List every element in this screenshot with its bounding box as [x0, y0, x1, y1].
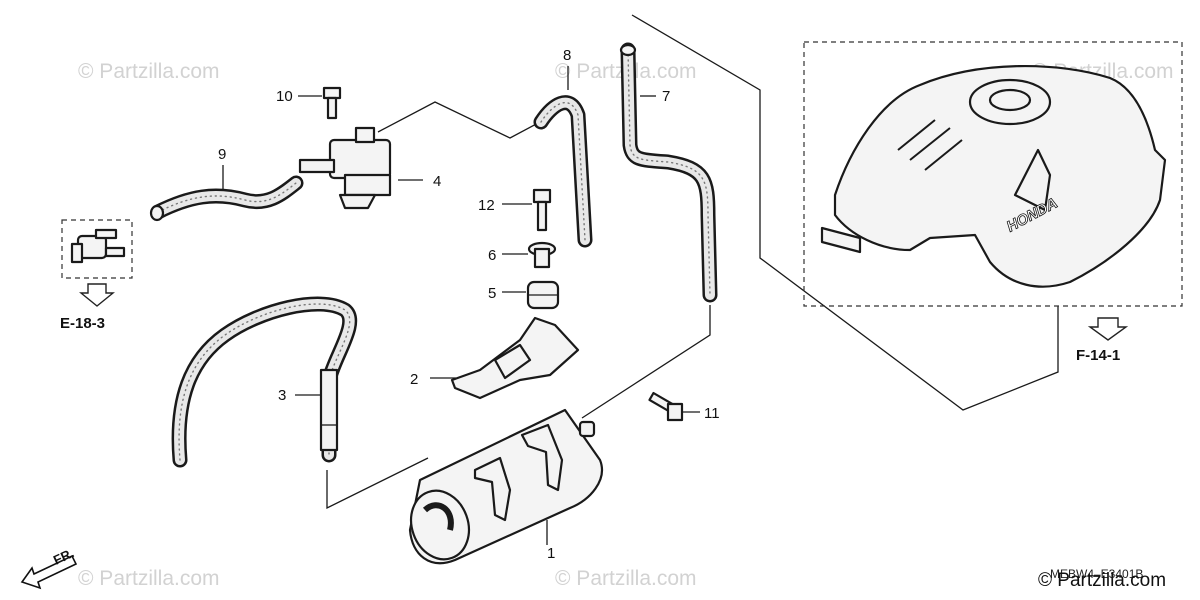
connector-hose3-to-canister	[326, 457, 429, 510]
watermark-bottom-center: © Partzilla.com	[555, 567, 697, 590]
callout-1: 1	[547, 545, 555, 562]
hose-7	[619, 42, 718, 303]
bolt-10	[322, 86, 342, 120]
footer: MEBW4–E3401B © Partzilla.com	[1038, 567, 1166, 591]
callout-9: 9	[218, 146, 226, 163]
callout-7: 7	[662, 88, 670, 105]
bolt-11	[648, 391, 684, 422]
reference-part-e18-3	[61, 219, 133, 307]
bracket-2	[450, 316, 580, 400]
collar-6	[527, 241, 557, 269]
callout-3: 3	[278, 387, 286, 404]
hose-3	[171, 296, 358, 468]
purge-control-valve-4	[298, 126, 392, 210]
reference-label-f14-1: F-14-1	[1076, 347, 1120, 364]
copyright-notice: © Partzilla.com	[1038, 570, 1166, 591]
watermark-bottom-left: © Partzilla.com	[78, 567, 220, 590]
callout-12: 12	[478, 197, 495, 214]
callout-5: 5	[488, 285, 496, 302]
callout-8: 8	[563, 47, 571, 64]
leader-lines	[222, 66, 700, 545]
callout-2: 2	[410, 371, 418, 388]
fuel-tank-f14-1: HONDA	[803, 41, 1183, 307]
hose-8	[533, 95, 593, 248]
connection-lines	[326, 14, 1059, 510]
connector-hose7-to-canister	[581, 305, 711, 419]
front-arrow-icon	[20, 554, 78, 590]
connector-tank-outline	[631, 14, 1059, 411]
evap-canister-1	[408, 408, 603, 565]
reference-label-e18-3: E-18-3	[60, 315, 105, 332]
callout-4: 4	[433, 173, 441, 190]
callout-6: 6	[488, 247, 496, 264]
front-direction-indicator: FR.	[20, 545, 78, 590]
rubber-mount-5	[526, 280, 560, 310]
diagram-code: MEBW4–E3401B	[1050, 567, 1143, 581]
bolt-12	[532, 188, 552, 232]
arrow-down-icon	[1087, 317, 1129, 341]
watermark-top-left: © Partzilla.com	[78, 60, 220, 83]
connector-valve-to-hose8	[377, 101, 541, 139]
callout-10: 10	[276, 88, 293, 105]
hose-9	[149, 175, 304, 222]
reference-labels: E-18-3 F-14-1	[60, 315, 1129, 364]
callout-numbers: 1 2 3 4 5 6 7 8 9 10 11 12	[218, 47, 720, 562]
callout-11: 11	[704, 405, 720, 422]
